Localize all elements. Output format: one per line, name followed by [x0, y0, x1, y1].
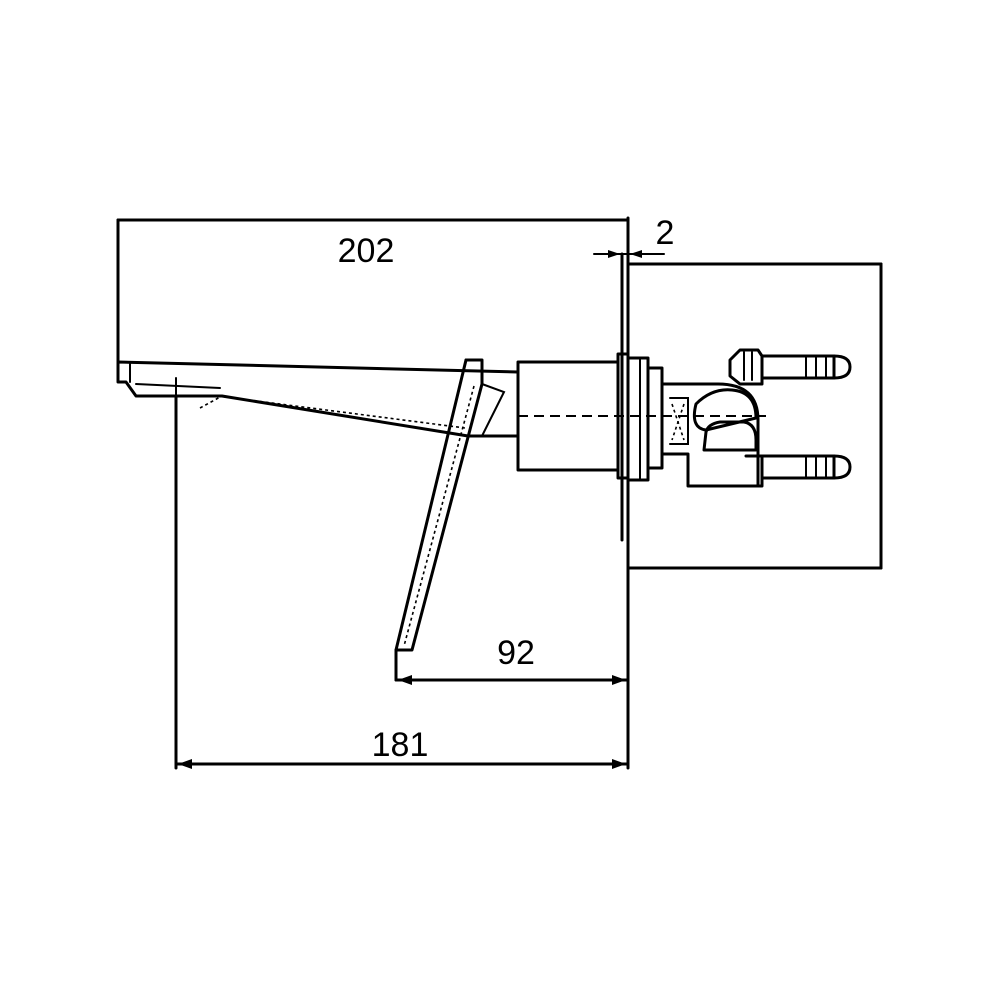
dimension-202-label: 202: [338, 232, 395, 270]
dimension-2: 2: [593, 214, 675, 258]
dimension-2-label: 2: [656, 214, 675, 252]
dimension-181-label: 181: [372, 726, 429, 764]
dimension-181: 181: [174, 394, 630, 770]
lower-connector: [744, 454, 852, 488]
wall-box: [620, 216, 883, 770]
upper-connector: [728, 348, 852, 386]
dimension-92: 92: [394, 634, 630, 685]
dimension-202: 202: [116, 218, 630, 372]
dimension-92-label: 92: [497, 634, 535, 672]
lever-handle: [394, 358, 506, 682]
valve-body: [516, 352, 760, 488]
